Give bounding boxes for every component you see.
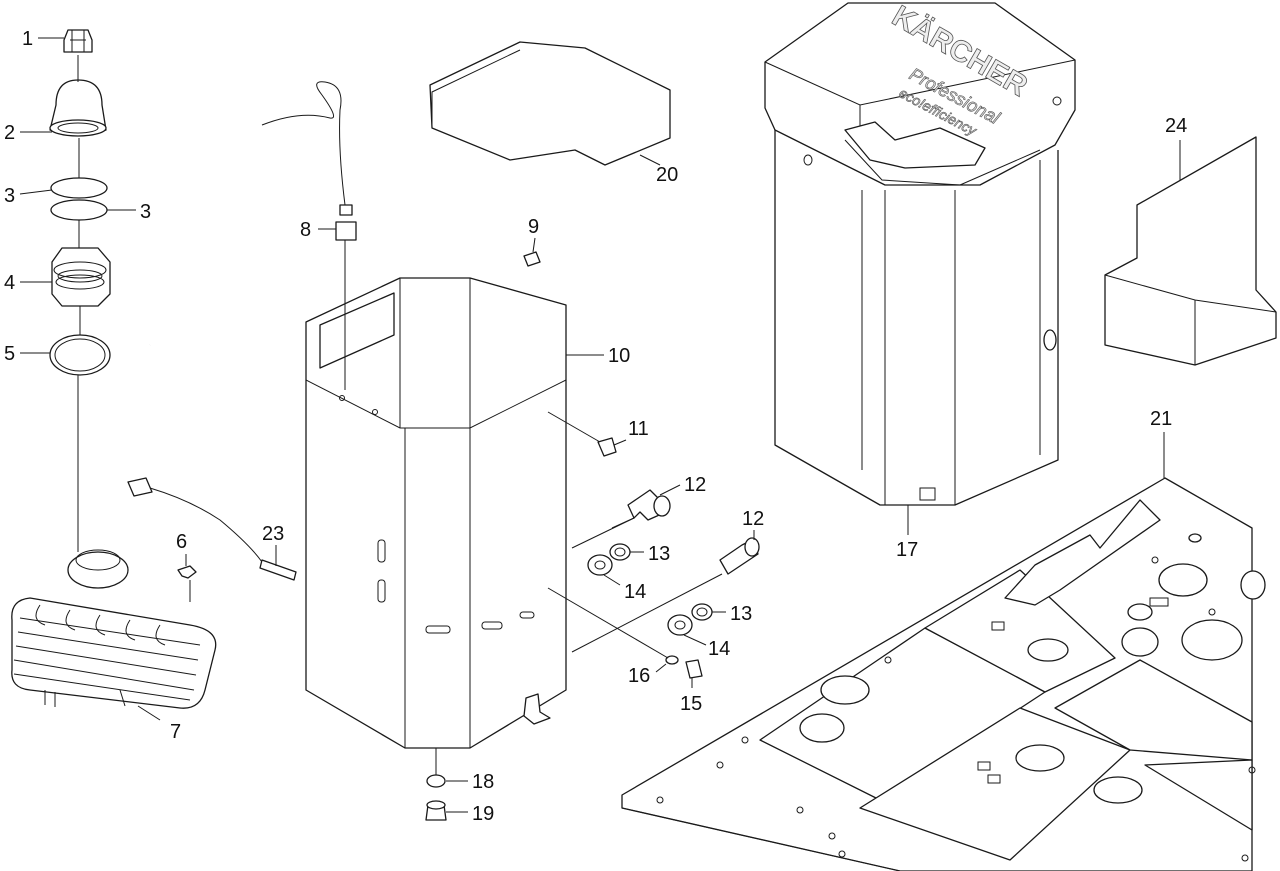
part-9-screw — [523, 251, 541, 267]
callout-23: 23 — [262, 523, 284, 545]
callout-14: 14 — [708, 638, 730, 660]
callout-24: 24 — [1165, 115, 1187, 137]
callout-labels: 1 2 3 3 4 5 6 7 8 9 10 11 12 12 13 14 13… — [4, 28, 1187, 825]
callout-13: 13 — [730, 603, 752, 625]
part-8-level-sensor — [261, 81, 357, 241]
callout-12: 12 — [742, 508, 764, 530]
part-4-nut — [51, 247, 111, 307]
callout-5: 5 — [4, 343, 15, 365]
part-14-nut-a — [587, 554, 613, 576]
part-20-cover-plate — [429, 41, 671, 166]
leader-lines — [19, 37, 1181, 813]
part-18-o-ring — [426, 774, 446, 788]
part-14-nut-b — [667, 614, 693, 636]
callout-11: 11 — [628, 418, 649, 440]
callout-7: 7 — [170, 721, 181, 743]
callout-2: 2 — [4, 122, 15, 144]
part-16-seal — [665, 655, 679, 665]
callout-18: 18 — [472, 771, 494, 793]
part-19-plug — [425, 800, 447, 821]
callout-4: 4 — [4, 272, 15, 294]
callout-9: 9 — [528, 216, 539, 238]
callout-17: 17 — [896, 539, 918, 561]
part-3-o-rings — [50, 177, 108, 221]
part-21-base-plate — [621, 477, 1266, 871]
callout-6: 6 — [176, 531, 187, 553]
part-17-tank: KÄRCHER Professional eco!efficiency — [764, 0, 1076, 506]
part-5-seal-ring — [49, 334, 111, 376]
callout-3: 3 — [4, 185, 15, 207]
part-13-washer-b — [691, 603, 713, 621]
part-24-side-panel — [1104, 136, 1277, 366]
part-10-housing — [305, 277, 567, 749]
part-2-cap — [49, 79, 107, 137]
callout-13: 13 — [648, 543, 670, 565]
part-12-elbow-fitting-b — [719, 537, 760, 575]
callout-21: 21 — [1150, 408, 1172, 430]
callout-16: 16 — [628, 665, 650, 687]
part-6-clip — [177, 565, 197, 579]
part-1-plug — [63, 29, 93, 53]
callout-3: 3 — [140, 201, 151, 223]
callout-15: 15 — [680, 693, 702, 715]
part-13-washer-a — [609, 543, 631, 561]
callout-8: 8 — [300, 219, 311, 241]
callout-10: 10 — [608, 345, 630, 367]
part-23-sensor-cable — [127, 477, 297, 581]
callout-12: 12 — [684, 474, 706, 496]
callout-1: 1 — [22, 28, 33, 50]
callout-20: 20 — [656, 164, 678, 186]
callout-14: 14 — [624, 581, 646, 603]
callout-19: 19 — [472, 803, 494, 825]
part-11-fitting — [547, 411, 617, 457]
part-12-elbow-fitting-a — [627, 489, 671, 521]
part-15-drain-fitting — [685, 659, 703, 679]
part-7-heating-element — [11, 341, 217, 709]
